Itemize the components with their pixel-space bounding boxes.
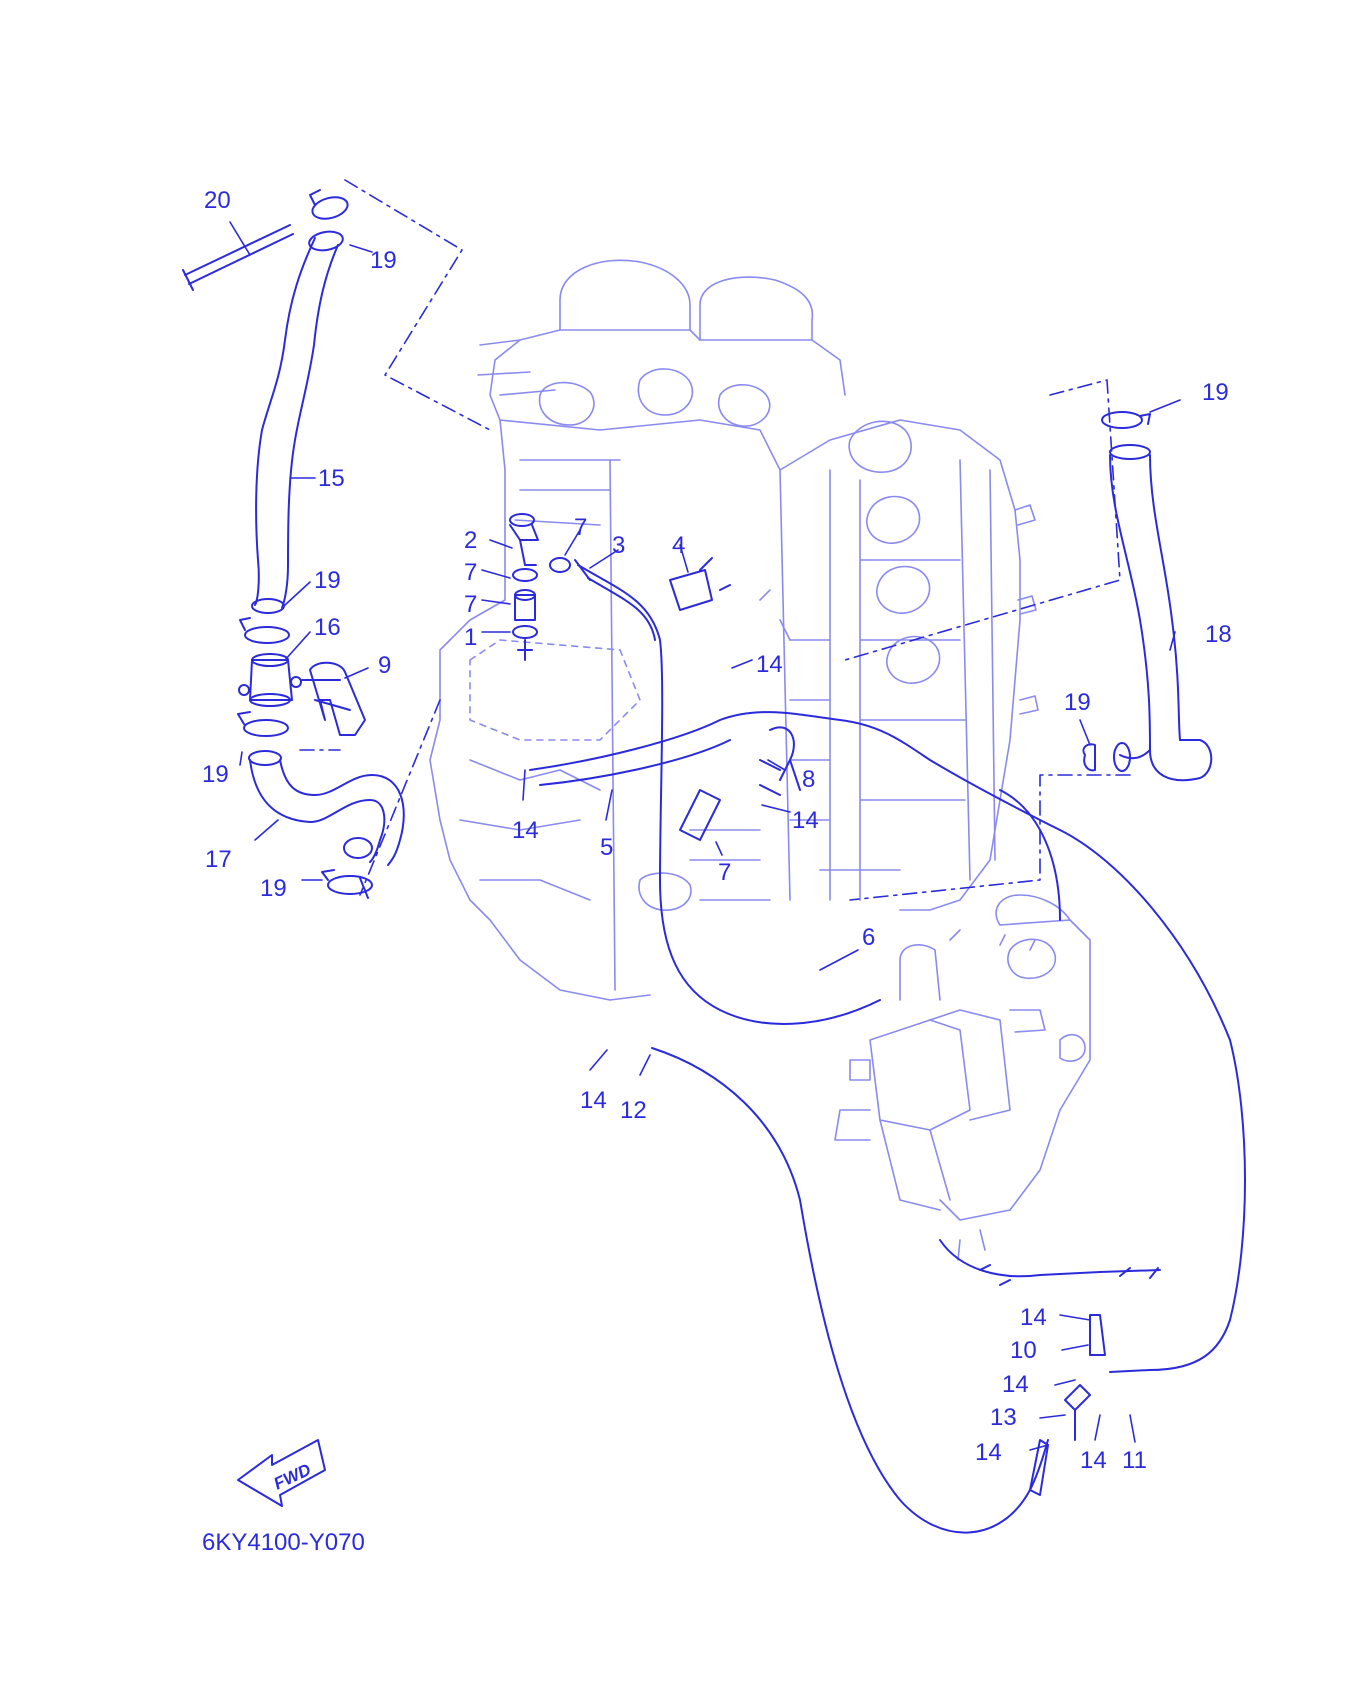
callout-14: 14 [1002,1371,1029,1398]
callout-19: 19 [202,761,229,788]
callout-19: 19 [260,875,287,902]
pipe-10 [1089,1314,1106,1356]
callout-14: 14 [975,1439,1002,1466]
hose-8 [529,711,1061,831]
callout-2: 2 [464,527,477,554]
callout-19: 19 [1064,689,1091,716]
callout-leaders [229,221,1181,1451]
callout-5: 5 [600,834,613,861]
callout-16: 16 [314,614,341,641]
tee-13 [1064,1384,1091,1441]
hose-15 [254,237,316,606]
hose-set [182,189,1246,1534]
hose-11 [1059,829,1246,1373]
hose-18 [1109,454,1151,751]
callout-7: 1 [464,624,477,651]
callout-3: 3 [612,532,625,559]
clip-4 [669,569,713,611]
callout-12: 12 [620,1097,647,1124]
callout-1: 7 [464,591,477,618]
diagram-part-code: 6KY4100-Y070 [202,1529,365,1556]
callout-11: 11 [1122,1447,1147,1474]
callout-8: 8 [802,766,815,793]
callout-14: 14 [1080,1447,1107,1474]
callout-14: 14 [580,1087,607,1114]
callout-19: 19 [1202,379,1229,406]
forward-arrow-icon: FWD [237,1439,326,1507]
pipe-1 [514,594,536,621]
callout-20: 20 [204,187,231,214]
callout-7: 7 [574,514,587,541]
callout-19: 19 [370,247,397,274]
callout-18: 18 [1205,621,1232,648]
hose-17 [249,759,386,863]
hose-3 [577,564,881,1025]
callout-7: 7 [718,859,731,886]
callout-14: 14 [512,817,539,844]
callout-15: 15 [318,465,345,492]
callout-13: 13 [990,1404,1017,1431]
cable-tie-20 [184,224,294,285]
callout-14: 14 [756,651,783,678]
vapor-separator-illustration [834,894,1091,1261]
callout-4: 4 [672,532,685,559]
callout-17: 17 [205,846,232,873]
engine-block-illustration [429,259,1039,1001]
callout-10: 10 [1010,1337,1037,1364]
callout-19: 19 [314,567,341,594]
reference-outlines [299,179,1131,901]
callout-9: 9 [378,652,391,679]
callout-6: 6 [862,924,875,951]
callout-14: 14 [792,807,819,834]
callout-14: 14 [1020,1304,1047,1331]
callout-labels: 20 19 15 19 16 9 19 17 19 2 7 7 1 7 3 4 … [202,187,1232,1474]
callout-7: 7 [464,559,477,586]
bracket-9 [309,661,366,736]
